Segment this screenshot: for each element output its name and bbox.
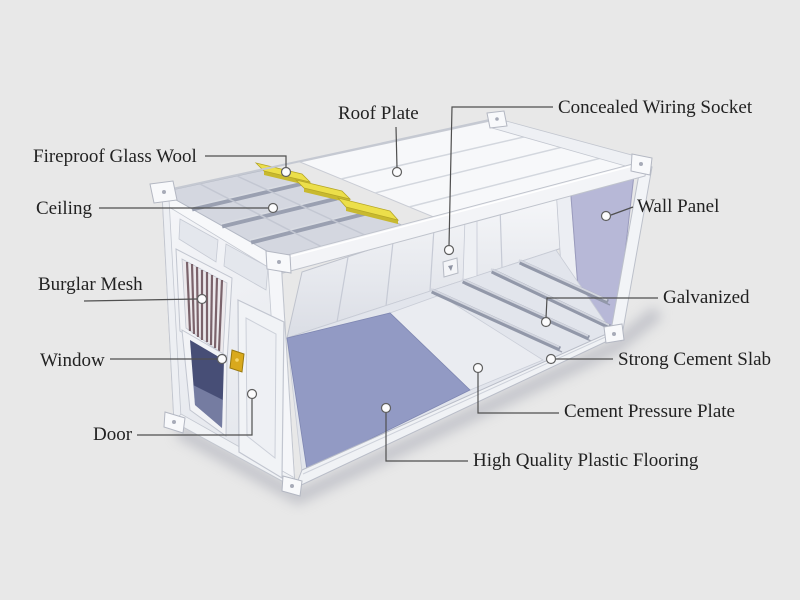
wall-seam	[499, 205, 503, 269]
glass-wool-strip	[336, 197, 400, 221]
left-end-face	[161, 190, 296, 489]
roof-back-edge	[162, 118, 495, 192]
floor-joist	[461, 278, 591, 341]
leader-line-burglar-mesh	[83, 298, 198, 302]
floor-joist	[518, 259, 610, 305]
corner-hole	[162, 190, 166, 194]
joist-highlight	[518, 259, 608, 301]
floor-joist	[490, 268, 612, 330]
glass-wool-strip-side	[346, 207, 398, 224]
label-galvanized: Galvanized	[663, 287, 750, 308]
glass-wool-strip-side	[304, 188, 350, 203]
ceiling-beam-highlight	[190, 180, 303, 208]
roof-plate-seam	[374, 142, 580, 194]
mesh-gap	[185, 261, 192, 332]
floor-joists	[430, 259, 613, 353]
label-roof-plate: Roof Plate	[338, 103, 419, 124]
roof	[160, 117, 651, 274]
corner-hole	[172, 420, 176, 424]
corner-fittings	[149, 110, 653, 497]
mesh-gap	[217, 279, 224, 352]
label-ceiling: Ceiling	[36, 198, 92, 219]
ceiling-cross-rail	[199, 183, 325, 249]
interior	[286, 162, 653, 489]
label-concealed-wiring-socket: Concealed Wiring Socket	[558, 97, 753, 118]
transom-panel	[178, 218, 219, 263]
leader-dot-window	[216, 353, 228, 365]
leader-line-concealed-wiring-socket	[448, 106, 553, 247]
leader-line-roof-plate	[395, 126, 398, 169]
labels-layer: Roof Plate Concealed Wiring SocketFirepro…	[33, 97, 771, 471]
ceiling-cross-rail	[236, 175, 368, 237]
leader-dot-concealed-wiring-socket	[443, 244, 455, 256]
leader-dot-galvanized	[540, 316, 552, 328]
leader-dot-burglar-mesh	[196, 293, 208, 305]
leader-line-high-quality-plastic-flooring	[385, 413, 468, 462]
roof-plate-seam	[408, 153, 618, 208]
ceiling-beam-highlight	[249, 209, 370, 241]
label-fireproof-glass-wool: Fireproof Glass Wool	[33, 146, 197, 167]
leader-dot-wall-panel	[600, 210, 612, 222]
leader-line-fireproof-glass-wool	[205, 155, 287, 168]
label-cement-pressure-plate: Cement Pressure Plate	[564, 401, 735, 422]
corner-hole	[495, 117, 499, 121]
label-burglar-mesh: Burglar Mesh	[38, 274, 143, 295]
leader-line-galvanized	[545, 297, 658, 319]
ceiling-beam	[221, 195, 338, 229]
mesh-gap	[213, 277, 219, 349]
mesh-gap	[195, 266, 200, 338]
rail-highlight	[280, 161, 648, 260]
leader-dot-cement-pressure-plate	[472, 362, 484, 374]
transom-panel	[223, 243, 269, 291]
leader-line-cement-pressure-plate	[477, 373, 559, 414]
slab-edge-line	[302, 333, 613, 475]
joist-highlight	[430, 288, 560, 348]
corner-hole	[277, 260, 281, 264]
label-high-quality-plastic-flooring: High Quality Plastic Flooring	[473, 450, 699, 471]
corner-hole	[639, 162, 643, 166]
ceiling-beam	[191, 180, 304, 212]
leader-dot-roof-plate	[391, 166, 403, 178]
ceiling-beam	[250, 209, 371, 245]
leader-dot-high-quality-plastic-flooring	[380, 402, 392, 414]
door-handle-detail	[235, 358, 239, 362]
roof-plate-seam	[340, 132, 542, 180]
corner-hole	[290, 484, 294, 488]
window-opening-light	[193, 385, 223, 428]
label-door: Door	[93, 424, 133, 445]
mesh-gap	[209, 274, 214, 346]
glass-wool-strip	[294, 179, 352, 200]
floor-joist	[430, 288, 562, 352]
door-inner-panel	[245, 317, 277, 460]
wall-seam	[336, 256, 349, 323]
joist-highlight	[490, 268, 610, 326]
label-strong-cement-slab: Strong Cement Slab	[618, 349, 771, 370]
label-wall-panel: Wall Panel	[637, 196, 719, 217]
leader-dot-strong-cement-slab	[545, 353, 557, 365]
wiring-socket-mark	[448, 265, 453, 271]
corner-hole	[612, 332, 616, 336]
wall-seam	[429, 227, 435, 292]
container-shadow	[174, 306, 663, 505]
leader-dot-fireproof-glass-wool	[280, 166, 292, 178]
wall-seam	[385, 241, 394, 307]
joist-highlight	[461, 278, 589, 337]
mesh-gaps	[185, 261, 224, 352]
leader-line-wall-panel	[610, 206, 634, 216]
leader-dot-door	[246, 388, 258, 400]
leader-dot-ceiling	[267, 202, 279, 214]
label-window: Window	[40, 350, 105, 371]
leader-line-door	[137, 399, 253, 436]
window-opening	[190, 340, 224, 428]
ceiling-beams	[190, 175, 371, 249]
plastic-flooring-surface	[286, 312, 471, 471]
ceiling-beam-highlight	[220, 195, 337, 225]
